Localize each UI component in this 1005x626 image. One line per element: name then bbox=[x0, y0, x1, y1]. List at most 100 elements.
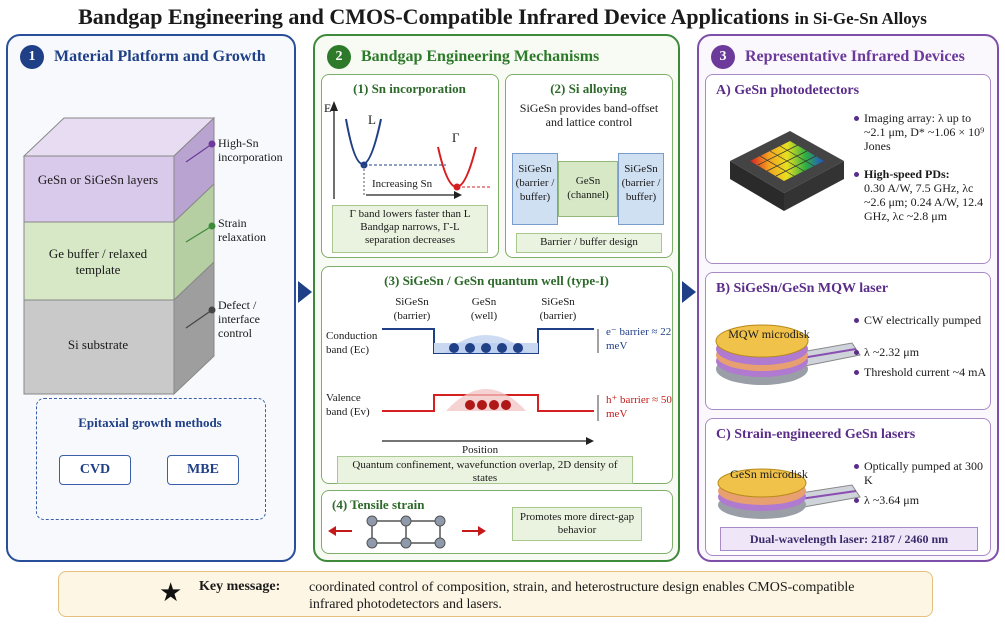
layer-stack-diagram bbox=[22, 116, 216, 396]
chip-side-right bbox=[784, 161, 844, 211]
gesn-microdisk-illustration bbox=[717, 468, 861, 519]
qw-electron-barrier: e⁻ barrier ≈ 22 meV bbox=[606, 326, 672, 352]
key-message-label: Key message: bbox=[199, 579, 281, 594]
mqw-disk-label: MQW microdisk bbox=[728, 327, 810, 341]
method-mbe: MBE bbox=[167, 455, 239, 485]
strain-wavelength-text: λ ~3.64 μm bbox=[864, 493, 920, 507]
qw-title: (3) SiGeSn / GeSn quantum well (type-I) bbox=[384, 273, 609, 288]
arrow-right-icon bbox=[298, 281, 312, 303]
lattice-atom bbox=[400, 537, 412, 549]
layer-label-gesn: GeSn or SiGeSn layers bbox=[37, 172, 159, 187]
hole-dot bbox=[465, 400, 475, 410]
mqw-threshold-text: Threshold current ~4 mA bbox=[864, 365, 987, 379]
increasing-sn-arrowhead bbox=[454, 191, 462, 199]
bullet-icon bbox=[854, 370, 859, 375]
panel-infrared-devices: 3 Representative Infrared Devices A) GeS… bbox=[697, 34, 999, 562]
sn-incorporation-box: (1) Sn incorporation E L Γ Increasing Sn… bbox=[321, 74, 499, 258]
strain-laser-title: C) Strain-engineered GeSn lasers bbox=[716, 427, 916, 442]
sn-note: Γ band lowers faster than L Bandgap narr… bbox=[332, 205, 488, 253]
sn-label-gamma: Γ bbox=[452, 130, 460, 145]
lattice-atom bbox=[366, 537, 378, 549]
callout-strain-relax: Strain relaxation bbox=[218, 216, 266, 244]
callout-high-sn: High-Sn incorporation bbox=[218, 136, 283, 164]
panel2-heading: 2 Bandgap Engineering Mechanisms bbox=[327, 45, 599, 69]
photodetector-title: A) GeSn photodetectors bbox=[716, 83, 860, 98]
pd-imaging-array-text: Imaging array: λ up to ~2.1 μm, D* ~1.06… bbox=[864, 111, 985, 153]
qw-position-label: Position bbox=[462, 444, 499, 456]
electron-dot bbox=[465, 343, 475, 353]
sn-axis-label: E bbox=[324, 101, 332, 115]
mqw-laser-title: B) SiGeSn/GeSn MQW laser bbox=[716, 281, 889, 296]
lattice-atom bbox=[400, 515, 412, 527]
panel2-number: 2 bbox=[327, 45, 351, 69]
hole-dot bbox=[501, 400, 511, 410]
si-note: Barrier / buffer design bbox=[516, 233, 662, 253]
pd-highspeed-text: 0.30 A/W, 7.5 GHz, λc ~2.6 μm; 0.24 A/W,… bbox=[864, 181, 984, 223]
bullet-icon bbox=[854, 318, 859, 323]
strain-bullet-1: Optically pumped at 300 K bbox=[854, 459, 988, 487]
panel2-title: Bandgap Engineering Mechanisms bbox=[361, 48, 600, 65]
mqw-bullet-2: λ ~2.32 μm bbox=[854, 345, 988, 359]
si-left-barrier: SiGeSn (barrier / buffer) bbox=[512, 153, 558, 225]
qw-label-well: GeSn (well) bbox=[470, 296, 498, 322]
quantum-well-box: (3) SiGeSn / GeSn quantum well (type-I) … bbox=[321, 266, 673, 484]
mqw-bullet-3: Threshold current ~4 mA bbox=[854, 365, 988, 379]
band-diagram-sn bbox=[330, 101, 491, 199]
si-right-barrier: SiGeSn (barrier / buffer) bbox=[618, 153, 664, 225]
sn-title: (1) Sn incorporation bbox=[353, 81, 466, 96]
key-message-text: coordinated control of composition, stra… bbox=[309, 580, 855, 612]
strain-arrowhead-left bbox=[328, 526, 336, 536]
mqw-bullet-1: CW electrically pumped bbox=[854, 313, 988, 327]
panel3-title: Representative Infrared Devices bbox=[745, 48, 965, 65]
mqw-laser-box: B) SiGeSn/GeSn MQW laser MQW microdisk C… bbox=[705, 272, 991, 410]
strain-laser-box: C) Strain-engineered GeSn lasers GeSn mi… bbox=[705, 418, 991, 556]
electron-dot bbox=[481, 343, 491, 353]
hole-dot bbox=[489, 400, 499, 410]
bullet-icon bbox=[854, 498, 859, 503]
qw-hole-barrier: h⁺ barrier ≈ 50 meV bbox=[606, 394, 672, 420]
growth-methods-box: Epitaxial growth methods CVD MBE bbox=[36, 398, 266, 520]
si-channel: GeSn (channel) bbox=[558, 161, 618, 217]
bullet-icon bbox=[854, 464, 859, 469]
qw-valence-label: Valence band (Ev) bbox=[326, 392, 370, 418]
growth-methods-title: Epitaxial growth methods bbox=[78, 415, 222, 430]
sn-arrow-label: Increasing Sn bbox=[372, 178, 433, 190]
strain-pump-text: Optically pumped at 300 K bbox=[864, 459, 983, 487]
qw-label-right-barrier: SiGeSn (barrier) bbox=[539, 296, 577, 322]
panel1-title: Material Platform and Growth bbox=[54, 48, 266, 65]
tensile-strain-box: (4) Tensile strain Promotes more direct-… bbox=[321, 490, 673, 554]
panel1-number: 1 bbox=[20, 45, 44, 69]
method-cvd: CVD bbox=[59, 455, 131, 485]
pd-bullet-2: High-speed PDs:0.30 A/W, 7.5 GHz, λc ~2.… bbox=[854, 167, 988, 223]
layer-si-substrate bbox=[23, 299, 175, 395]
callout-dot-2 bbox=[208, 222, 216, 230]
qw-note: Quantum confinement, wavefunction overla… bbox=[337, 456, 633, 484]
panel1-heading: 1 Material Platform and Growth bbox=[20, 45, 266, 69]
mqw-microdisk-illustration bbox=[715, 324, 861, 385]
position-axis-arrowhead bbox=[586, 437, 594, 445]
lattice-atom bbox=[434, 515, 446, 527]
callout-dot-1 bbox=[208, 140, 216, 148]
title-main: Bandgap Engineering and CMOS-Compatible … bbox=[78, 4, 790, 29]
layer-label-si-substrate: Si substrate bbox=[67, 337, 129, 352]
disk-top bbox=[715, 324, 809, 358]
layer-si-side bbox=[173, 260, 215, 396]
pd-bullet-1: Imaging array: λ up to ~2.1 μm, D* ~1.06… bbox=[854, 111, 988, 153]
chip-side-left bbox=[730, 161, 784, 211]
strain-lattice-diagram bbox=[328, 515, 486, 549]
qw-conduction-label: Conduction band (Ec) bbox=[326, 330, 378, 356]
lattice-atom bbox=[366, 515, 378, 527]
mqw-wavelength-text: λ ~2.32 μm bbox=[864, 345, 920, 359]
strain-arrowhead-right bbox=[478, 526, 486, 536]
qw-band-diagram bbox=[382, 328, 599, 445]
strain-note: Promotes more direct-gap behavior bbox=[512, 507, 642, 541]
panel-bandgap-mechanisms: 2 Bandgap Engineering Mechanisms (1) Sn … bbox=[313, 34, 680, 562]
bullet-icon bbox=[854, 350, 859, 355]
callout-dot-3 bbox=[208, 306, 216, 314]
si-alloying-box: (2) Si alloying SiGeSn provides band-off… bbox=[505, 74, 673, 258]
strain-title: (4) Tensile strain bbox=[332, 497, 425, 512]
callout-defect: Defect / interface control bbox=[218, 298, 260, 340]
callout-line-1 bbox=[185, 143, 213, 163]
photodetector-box: A) GeSn photodetectors Imaging array: λ … bbox=[705, 74, 991, 264]
title-suffix: in Si-Ge-Sn Alloys bbox=[794, 9, 927, 28]
